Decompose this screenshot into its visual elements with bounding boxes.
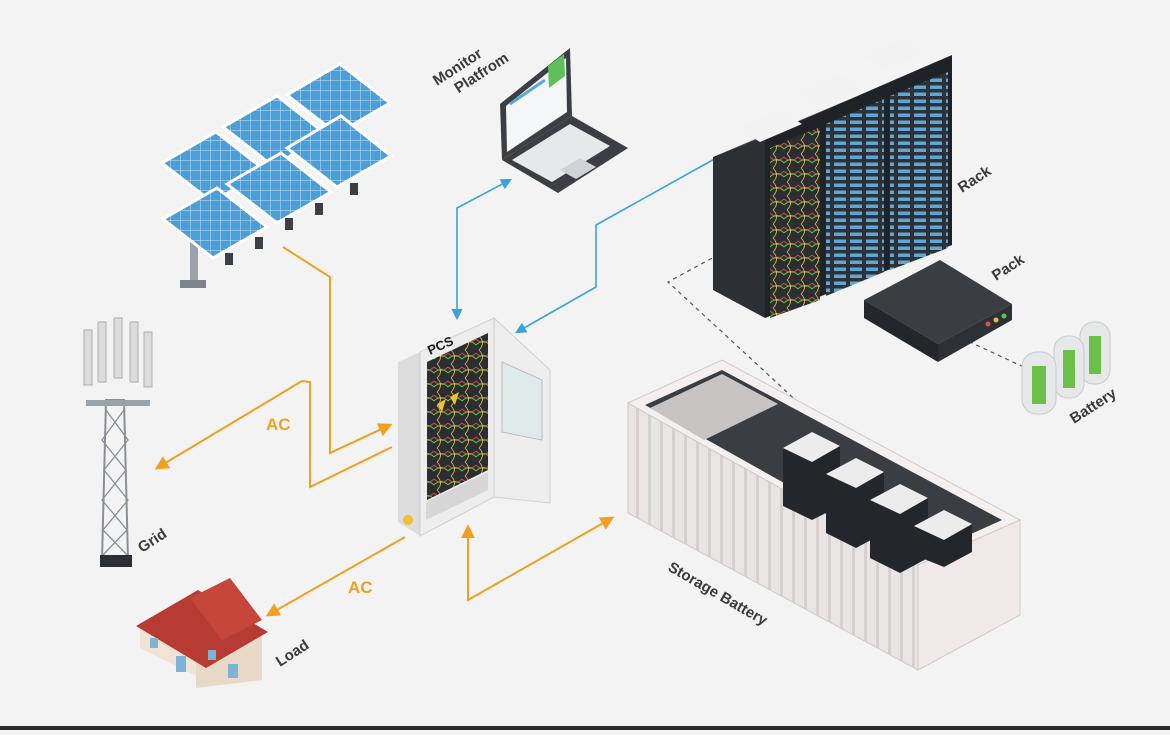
- monitor-platform-label: Monitor Platfrom: [430, 34, 512, 104]
- pcs-cabinet-icon: [398, 316, 551, 537]
- bottom-border: [0, 726, 1170, 730]
- battery-pack-icon: [864, 260, 1012, 362]
- load-label: Load: [273, 637, 312, 671]
- solar-panel-array: [159, 62, 394, 288]
- storage-container-icon: [626, 359, 1022, 671]
- container-rack-units: [783, 432, 972, 573]
- data-connection-monitor-pcs: [451, 178, 512, 321]
- data-connection-rack-pcs: [515, 156, 719, 334]
- solar-panel-icon: [180, 230, 206, 288]
- grid-label: Grid: [135, 525, 170, 556]
- ac-label-grid: AC: [266, 415, 291, 434]
- ac-label-load: AC: [348, 578, 373, 597]
- battery-cell-icon: [1021, 321, 1111, 415]
- pack-label: Pack: [989, 251, 1028, 285]
- house-icon: [136, 578, 268, 688]
- ac-connection-pcs-load: [265, 536, 406, 617]
- grid-tower-icon: [83, 317, 153, 567]
- rack-label: Rack: [955, 162, 995, 196]
- laptop-icon: [500, 48, 628, 193]
- ac-connection-pcs-storage: [461, 516, 615, 602]
- ac-connection-solar-pcs: [282, 246, 393, 455]
- server-rack-icon: [713, 38, 952, 318]
- ac-connection-grid-pcs: [154, 379, 393, 489]
